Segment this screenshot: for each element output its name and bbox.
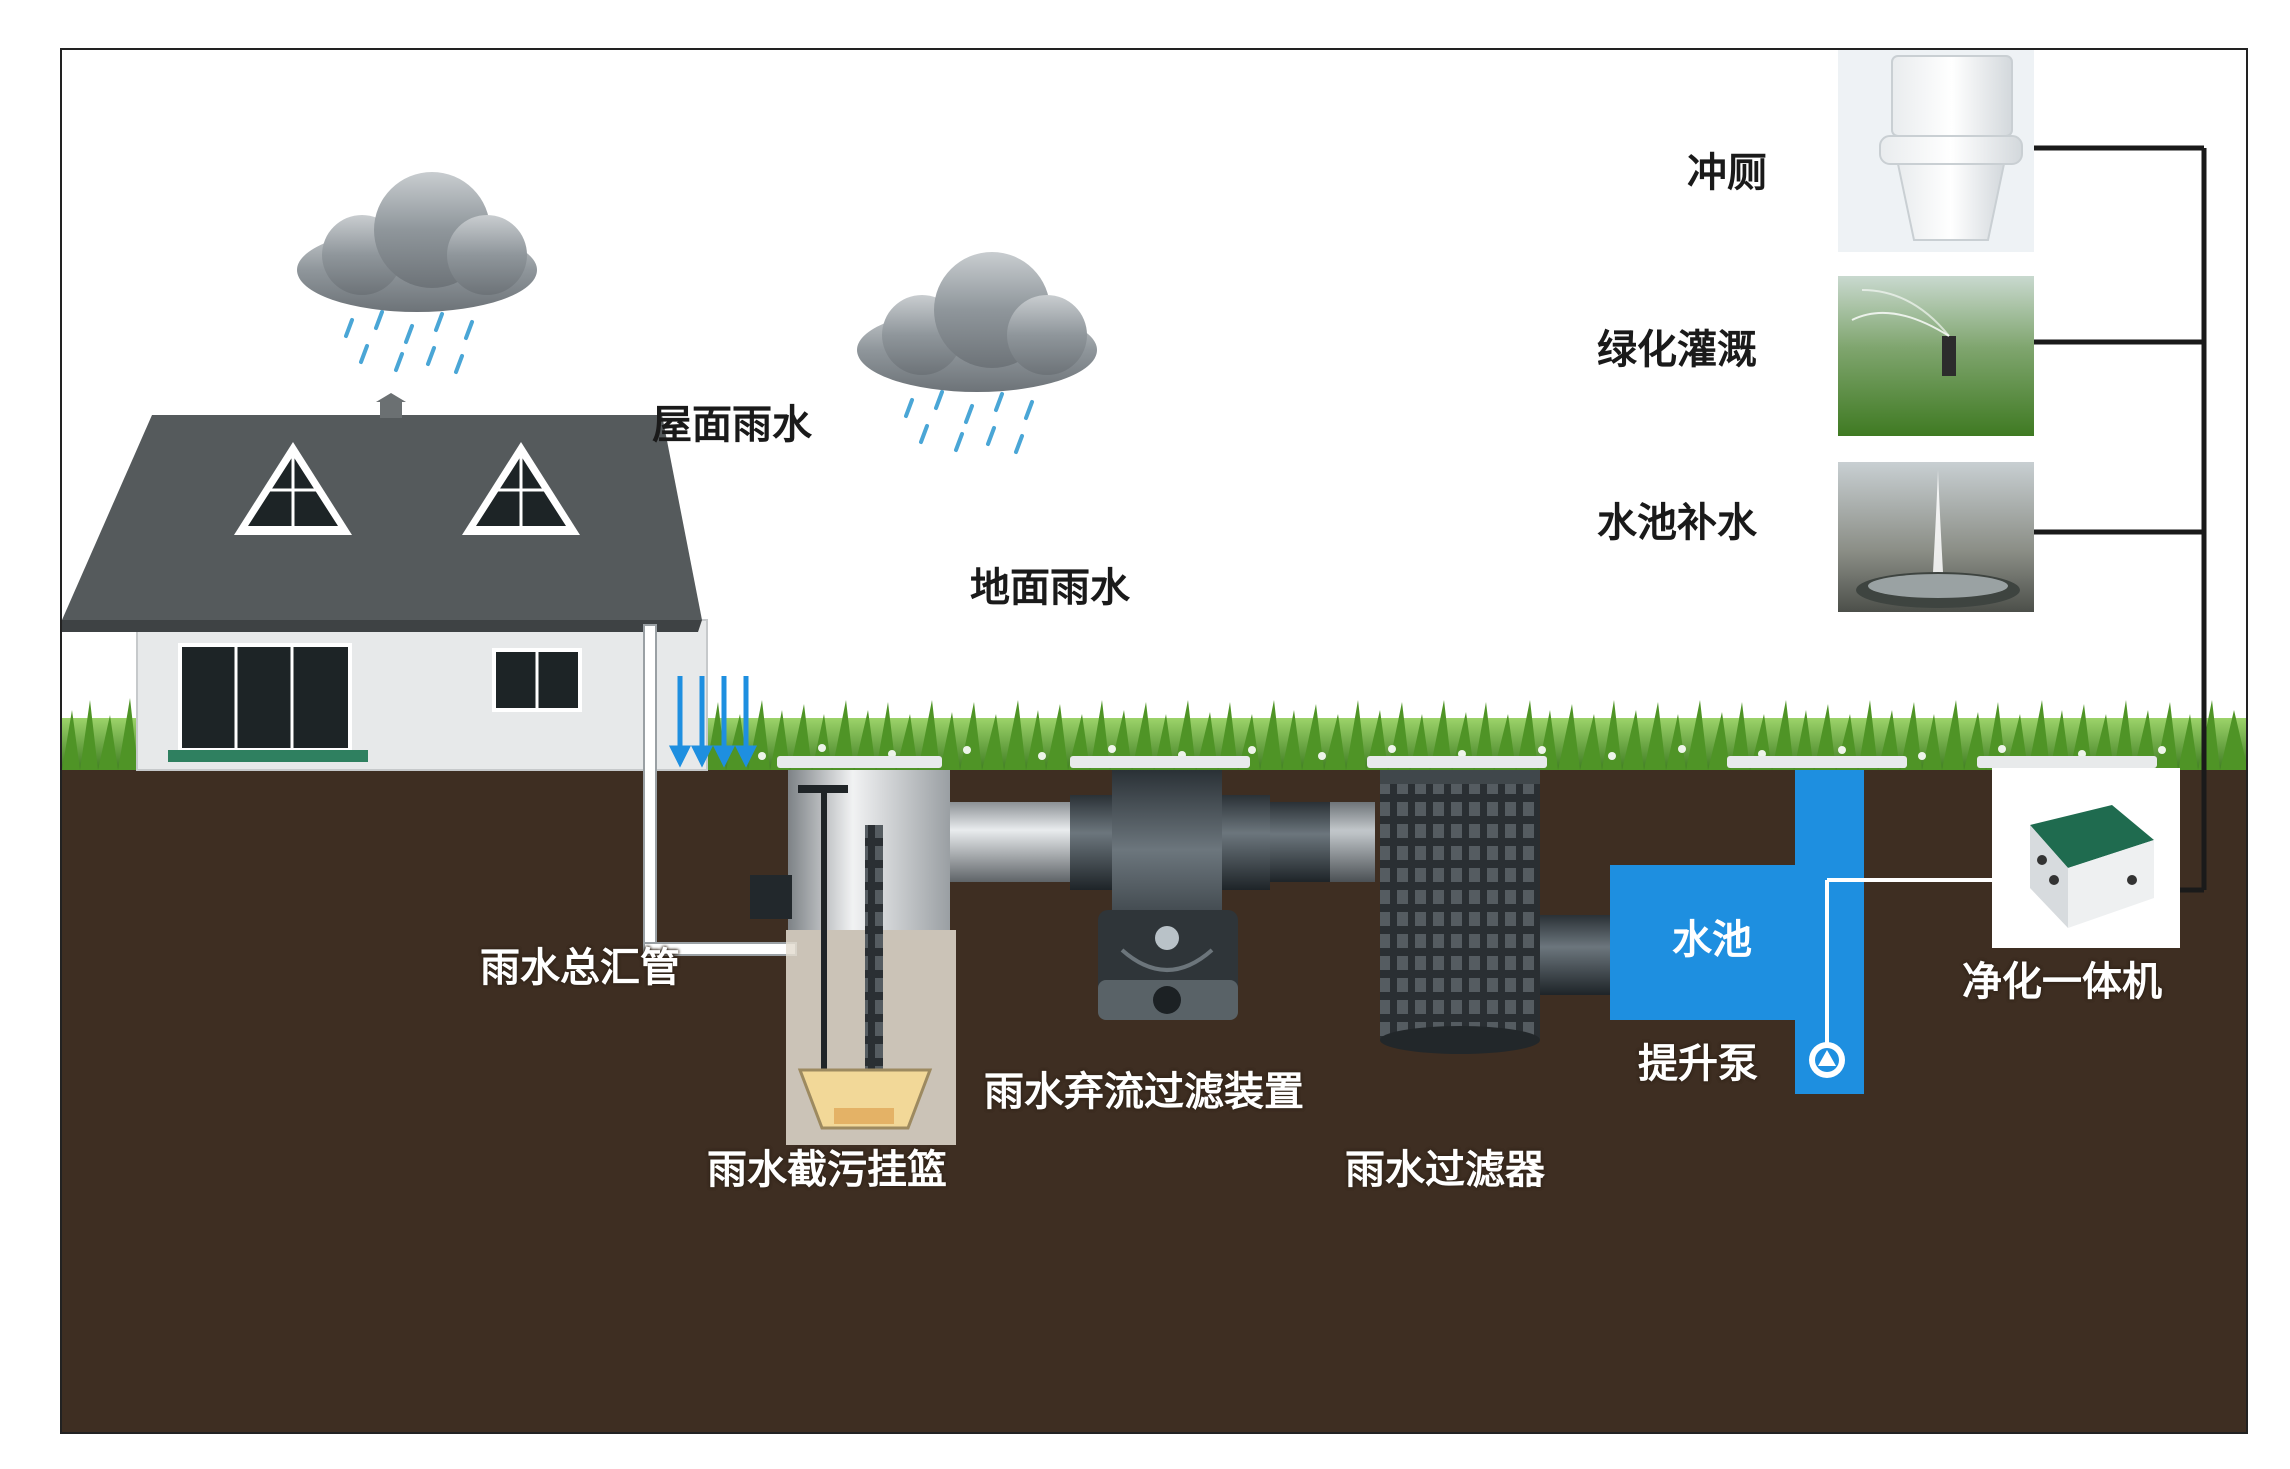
- manhole-lids: [777, 756, 2157, 768]
- irrigation-photo: [1838, 276, 2034, 436]
- filter-label: 雨水过滤器: [1345, 1147, 1545, 1193]
- runoff-arrows-icon: [668, 676, 758, 768]
- house-icon: [62, 393, 708, 771]
- ground-rain-label: 地面雨水: [970, 565, 1130, 611]
- toilet-label: 冲厕: [1687, 150, 1767, 196]
- rain-filter-icon: [1380, 770, 1540, 1054]
- connector-pipe: [1330, 802, 1375, 882]
- connector-pipe: [1540, 915, 1610, 995]
- basket-label: 雨水截污挂篮: [707, 1147, 947, 1193]
- purifier-label: 净化一体机: [1962, 959, 2162, 1005]
- scene-canvas: [62, 50, 2246, 1432]
- connector-pipe: [950, 802, 1070, 882]
- main-pipe-label: 雨水总汇管: [480, 945, 680, 991]
- fountain-photo: [1838, 462, 2034, 612]
- supply-line: [2034, 145, 2207, 893]
- basket-pit-icon: [750, 770, 956, 1145]
- rain-cloud-icon: [857, 252, 1097, 454]
- purifier-icon: [1992, 768, 2180, 948]
- rain-cloud-icon: [297, 172, 537, 374]
- diverter-label: 雨水弃流过滤装置: [984, 1069, 1304, 1115]
- storage-pool-icon: [1610, 770, 1997, 1094]
- toilet-icon: [1838, 50, 2034, 252]
- main-collect-pipe: [643, 624, 797, 956]
- pump-icon: [1809, 1042, 1845, 1078]
- fountain-label: 水池补水: [1597, 500, 1757, 546]
- pool-label: 水池: [1672, 917, 1752, 963]
- pump-label: 提升泵: [1638, 1041, 1758, 1087]
- irrigation-label: 绿化灌溉: [1597, 327, 1757, 373]
- diverter-filter-icon: [1070, 770, 1270, 1020]
- roof-rain-label: 屋面雨水: [652, 402, 812, 448]
- rainwater-system-diagram: 屋面雨水 地面雨水 雨水总汇管 雨水截污挂篮 雨水弃流过滤装置 雨水过滤器 水池…: [60, 48, 2248, 1434]
